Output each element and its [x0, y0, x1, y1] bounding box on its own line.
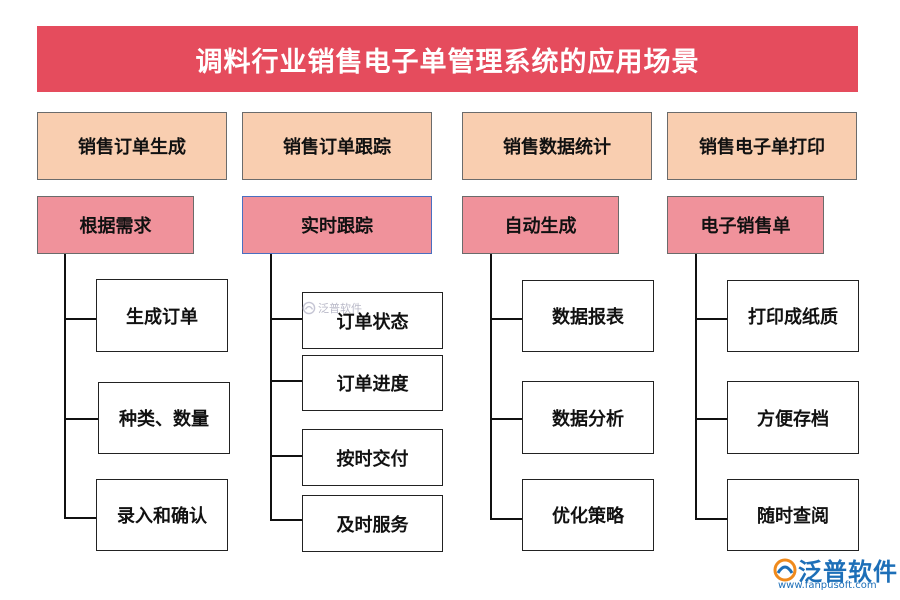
leaf-optimize-strategy: 优化策略 — [522, 479, 654, 551]
watermark-small-text: 泛普软件 — [318, 302, 362, 315]
category-data-statistics: 销售数据统计 — [462, 112, 652, 180]
leaf-entry-confirm: 录入和确认 — [96, 479, 228, 551]
connector-horizontal — [490, 418, 522, 420]
watermark-small: 泛普软件 — [302, 300, 362, 316]
brand-url: www.fanpusoft.com — [778, 580, 877, 591]
connector-horizontal — [695, 518, 727, 520]
leaf-easy-archive: 方便存档 — [727, 381, 859, 454]
brand-swirl-icon — [773, 558, 797, 581]
connector-horizontal — [270, 318, 302, 320]
connector-horizontal — [64, 318, 96, 320]
leaf-timely-service: 及时服务 — [302, 495, 443, 552]
connector-horizontal — [270, 380, 302, 382]
connector-horizontal — [695, 318, 727, 320]
connector-horizontal — [270, 519, 302, 521]
sub-realtime-tracking: 实时跟踪 — [242, 196, 432, 254]
sub-electronic-receipt: 电子销售单 — [667, 196, 824, 254]
diagram-title: 调料行业销售电子单管理系统的应用场景 — [37, 26, 858, 92]
connector-horizontal — [64, 517, 96, 519]
category-receipt-printing: 销售电子单打印 — [667, 112, 857, 180]
connector-vertical — [64, 254, 66, 519]
category-order-generation: 销售订单生成 — [37, 112, 227, 180]
connector-vertical — [270, 254, 272, 521]
leaf-generate-order: 生成订单 — [96, 279, 228, 352]
brand-logo: 泛普软件 — [772, 552, 898, 587]
connector-vertical — [695, 254, 697, 520]
connector-vertical — [490, 254, 492, 520]
leaf-order-status: 订单状态 — [302, 292, 443, 349]
brand-logo-icon — [302, 301, 316, 315]
leaf-data-analysis: 数据分析 — [522, 381, 654, 454]
connector-horizontal — [695, 418, 727, 420]
leaf-type-quantity: 种类、数量 — [98, 382, 230, 454]
connector-horizontal — [490, 318, 522, 320]
leaf-order-progress: 订单进度 — [302, 355, 443, 411]
sub-auto-generate: 自动生成 — [462, 196, 619, 254]
leaf-data-report: 数据报表 — [522, 280, 654, 352]
brand-logo-text: 泛普软件 — [798, 558, 898, 586]
category-order-tracking: 销售订单跟踪 — [242, 112, 432, 180]
leaf-print-paper: 打印成纸质 — [727, 280, 859, 352]
leaf-anytime-lookup: 随时查阅 — [727, 479, 859, 551]
sub-by-demand: 根据需求 — [37, 196, 194, 254]
connector-horizontal — [490, 518, 522, 520]
connector-horizontal — [64, 418, 98, 420]
connector-horizontal — [270, 455, 302, 457]
leaf-ontime-delivery: 按时交付 — [302, 429, 443, 486]
